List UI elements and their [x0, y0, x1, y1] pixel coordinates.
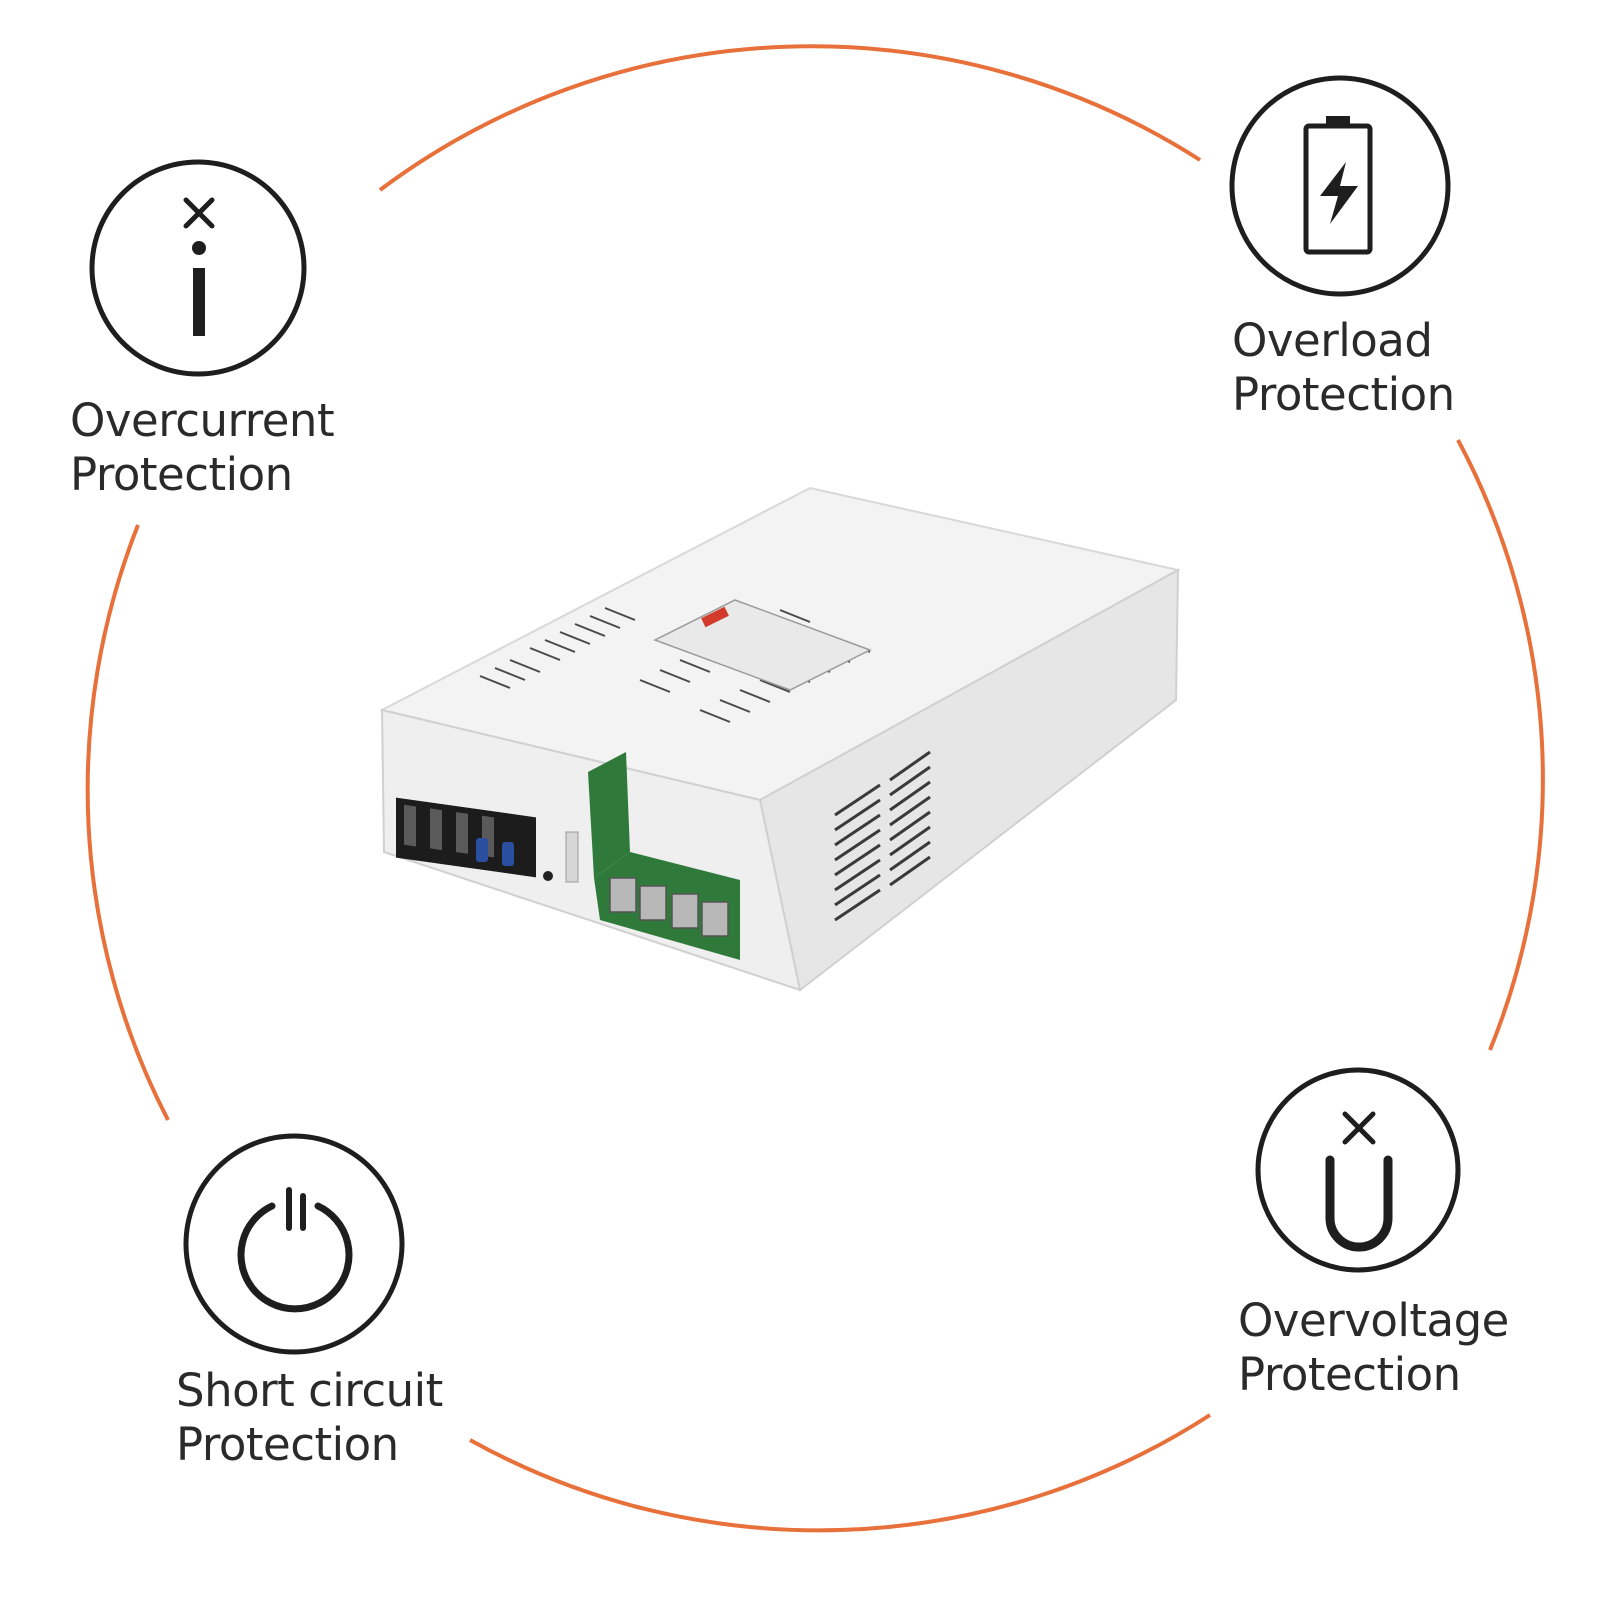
overvoltage-line1: Overvoltage	[1238, 1294, 1509, 1347]
overvoltage-line2: Protection	[1238, 1348, 1461, 1401]
input-terminal-block	[396, 797, 536, 878]
short-circuit-protection-label: Short circuit Protection	[176, 1364, 443, 1472]
battery-bolt-icon	[1229, 75, 1451, 297]
power-supply-image	[379, 486, 1181, 992]
overload-line2: Protection	[1232, 368, 1455, 421]
overcurrent-line1: Overcurrent	[70, 394, 335, 447]
ring-arc-top	[378, 44, 1202, 192]
side-vents	[834, 750, 931, 922]
overcurrent-line2: Protection	[70, 448, 293, 501]
ring-arc-right	[1456, 439, 1545, 1051]
overvoltage-protection-label: Overvoltage Protection	[1238, 1294, 1509, 1402]
short-circuit-line1: Short circuit	[176, 1364, 443, 1417]
overcurrent-x-i-icon	[89, 159, 307, 377]
short-circuit-line2: Protection	[176, 1418, 399, 1471]
ring-arc-bottom	[469, 1413, 1212, 1533]
power-icon	[183, 1133, 405, 1355]
overload-line1: Overload	[1232, 314, 1433, 367]
orange-ring	[85, 44, 1545, 1533]
overload-protection-label: Overload Protection	[1232, 314, 1455, 422]
output-terminals	[609, 877, 729, 937]
overcurrent-protection-label: Overcurrent Protection	[70, 394, 335, 502]
ring-arc-left	[85, 524, 170, 1121]
magnet-x-icon	[1255, 1067, 1461, 1273]
